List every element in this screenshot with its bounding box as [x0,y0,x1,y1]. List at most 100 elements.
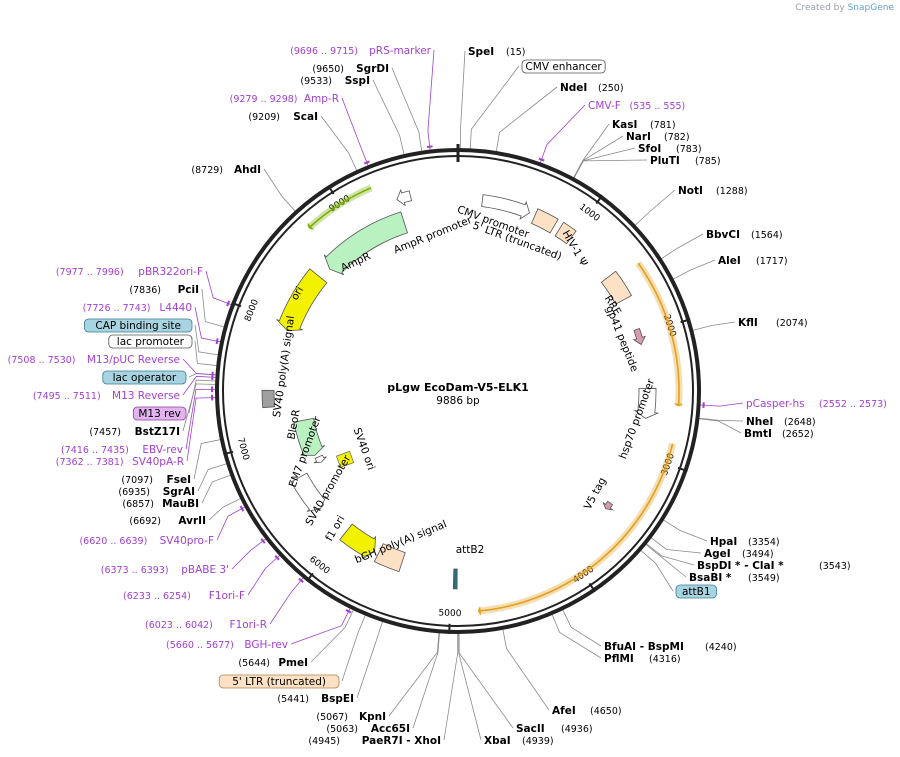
ahdi-coord: (8729) [191,165,223,176]
alei-leader [671,259,716,281]
scai-leader [320,115,358,173]
tick-7000 [223,450,234,456]
cmv-enhancer-leader [469,65,520,151]
hsp70-promoter-label: hsp70 promoter [617,377,657,461]
scai-site: ScaI(9209) [248,111,318,123]
prs-marker-site: pRS-marker(9696 .. 9715) [290,45,432,57]
f1ori-r-site: F1ori-R(6023 .. 6042) [145,619,267,631]
tick-2000 [680,318,691,324]
m13-puc-reverse-coord: (7508 .. 7530) [8,355,76,366]
pmei-coord: (5644) [238,658,270,669]
bbvci-coord: (1564) [751,230,783,241]
fsei-site: FseI(7097) [121,474,191,486]
tick-9000 [327,184,335,195]
fsei-leader [193,438,222,480]
bfuai-bspmi-name: BfuAI - BspMI [604,641,684,653]
prs-marker-coord: (9696 .. 9715) [290,46,358,57]
sfoi-site: SfoI(783) [638,143,702,155]
sv40-poly-a-signal-label: SV40 poly(A) signal [271,315,297,418]
afei-coord: (4650) [590,706,622,717]
pbabe-3prime-leader [231,537,268,570]
pcasper-hs-site: pCasper-hs(2552 .. 2573) [746,398,887,410]
bgh-rev-coord: (5660 .. 5677) [166,640,234,651]
paer7i-xhoi-leader [443,632,459,741]
plasmid-length: 9886 bp [436,395,480,407]
scai-name: ScaI [293,111,318,123]
lac-promoter-leader [194,340,219,367]
alei-name: AleI [718,255,741,267]
sacii-leader [458,631,514,729]
pcii-site: PciI(7836) [129,284,199,296]
ori-label: ori [289,285,306,303]
kpni-coord: (5067) [316,712,348,723]
m13-reverse-coord: (7495 .. 7511) [33,391,101,402]
avrii-coord: (6692) [129,516,161,527]
cap-binding-site-site: CAP binding site [84,318,193,333]
pmei-leader [310,608,355,663]
bbvci-site: BbvCI (1564) [706,229,783,241]
pmei-site: PmeI (5644) [238,657,308,669]
bspdi-clai-leader [644,542,695,566]
nari-coord: (782) [664,132,690,143]
pbabe-3prime-site: pBABE 3'(6373 .. 6393) [101,564,229,576]
pcii-coord: (7836) [129,285,161,296]
sgrai-coord: (6935) [118,487,150,498]
ebv-rev-leader [185,388,218,450]
sv40-poly-a-signal-arrow [261,389,276,409]
bleor-arrow [293,417,325,456]
lac-promoter-box [108,334,193,349]
bgh-poly-a-signal-arrow [373,543,406,573]
lac-operator-site: lac operator [102,370,187,385]
bspdi-clai-coord: (3543) [819,561,851,572]
avrii-name: AvrII [178,515,206,527]
amp-r-coord: (9279 .. 9298) [230,94,298,105]
noti-leader [633,189,676,227]
m13-puc-reverse-name: M13/pUC Reverse [87,354,180,366]
amp-r-leader [341,97,370,168]
ahdi-leader [263,168,297,213]
pcasper-hs-name: pCasper-hs [746,398,805,410]
afei-leader [502,627,550,711]
sfoi-coord: (783) [676,144,702,155]
paer7i-xhoi-name: PaeR7I - XhoI [362,735,441,747]
kasi-site: KasI(781) [612,119,676,131]
spei-site: SpeI(15) [468,46,526,58]
pmei-name: PmeI [278,657,308,669]
sspi-coord: (9533) [300,76,332,87]
f1ori-f-site: F1ori-F(6233 .. 6254) [123,590,245,602]
acc65i-leader [412,631,440,729]
spei-leader [459,50,466,151]
f1ori-f-primer-mark [274,554,280,561]
l4440-coord: (7726 .. 7743) [83,303,151,314]
lac-operator-name: lac operator [113,372,177,384]
xbai-leader [458,631,482,741]
sgrdi-name: SgrDI [356,63,389,75]
hpai-name: HpaI [710,536,737,548]
kfli-site: KflI(2074) [738,317,808,329]
bstz17i-coord: (7457) [89,427,121,438]
m13-rev-box [132,406,187,421]
pluti-name: PluTI [650,155,680,167]
tick-8000 [231,301,242,308]
nari-name: NarI [626,131,651,143]
sgrai-leader [197,462,229,492]
ampr-orf-arc-head [307,222,314,230]
bspei-coord: (5441) [277,694,309,705]
tick-4000 [588,582,596,593]
noti-coord: (1288) [716,186,748,197]
pluti-leader [572,159,648,180]
m13-reverse-name: M13 Reverse [112,390,180,402]
bstz17i-leader [182,383,218,432]
5prime-ltr-truncated-leader [341,613,367,682]
sspi-leader [372,79,405,157]
ebv-rev-coord: (7416 .. 7435) [61,445,129,456]
tick-label-1000: 1000 [577,202,602,224]
5prime-ltr-truncated-name: 5' LTR (truncated) [232,676,326,688]
nari-site: NarI (782) [626,131,690,143]
hiv-1-label: HIV-1 Ψ [559,228,589,268]
maubi-coord: (6857) [122,499,154,510]
sv40pa-r-leader [186,397,218,462]
hpai-leader [661,518,708,542]
bbvci-name: BbvCI [706,229,740,241]
